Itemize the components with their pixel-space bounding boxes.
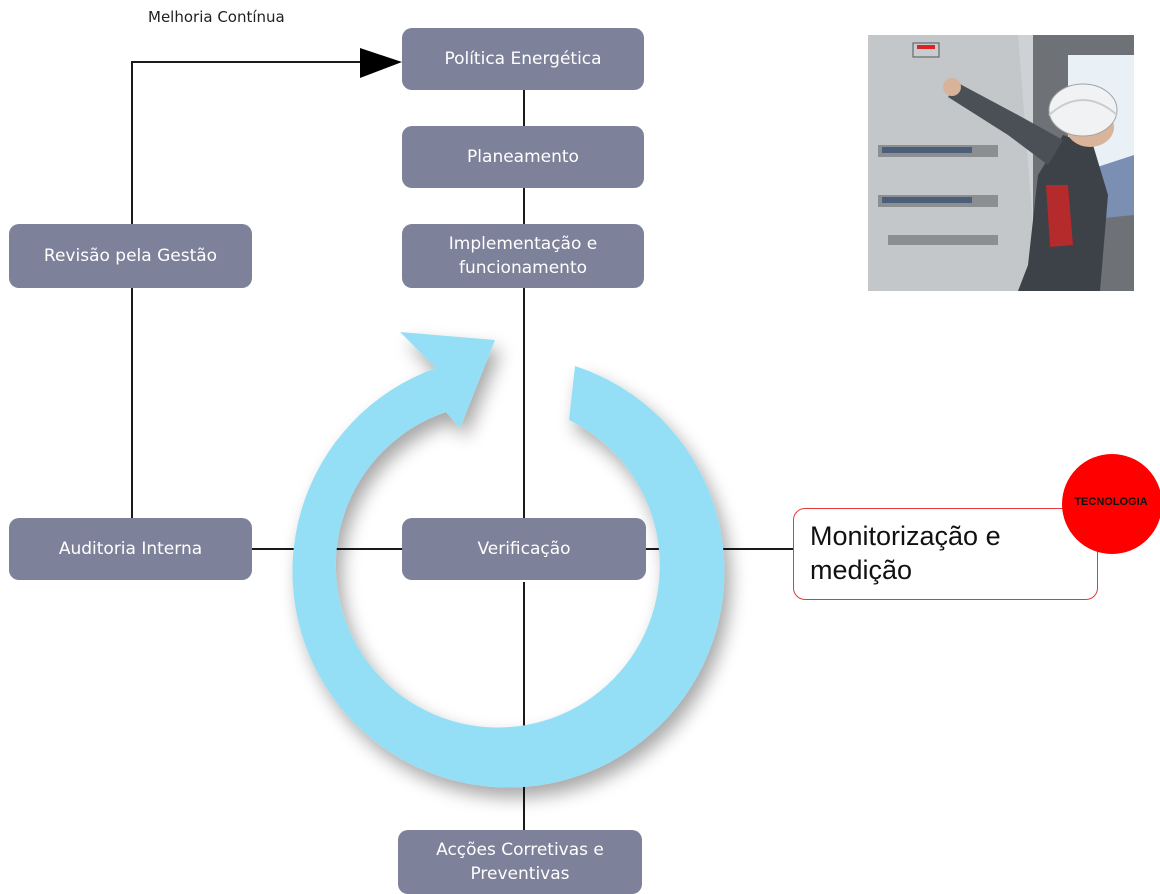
box-planeamento: Planeamento <box>402 126 644 188</box>
box-revisao-gestao: Revisão pela Gestão <box>9 224 252 288</box>
technician-inspecting-electrical-panel-photo <box>868 35 1134 291</box>
technology-badge-label: TECNOLOGIA <box>1074 496 1148 508</box>
continuous-improvement-label: Melhoria Contínua <box>148 8 285 26</box>
monitoring-callout: Monitorização e medição <box>793 508 1098 600</box>
box-verificacao: Verificação <box>402 518 646 580</box>
cycle-arrow <box>292 332 725 788</box>
box-politica-energetica: Política Energética <box>402 28 644 90</box>
technology-badge <box>1062 454 1160 554</box>
callout-text: Monitorização e medição <box>810 521 1001 585</box>
box-implementacao: Implementação e funcionamento <box>402 224 644 288</box>
box-auditoria-interna: Auditoria Interna <box>9 518 252 580</box>
connector-continuous-loop <box>131 61 368 518</box>
arrowhead-icon <box>360 48 402 78</box>
box-accoes-corretivas: Acções Corretivas e Preventivas <box>398 830 642 894</box>
